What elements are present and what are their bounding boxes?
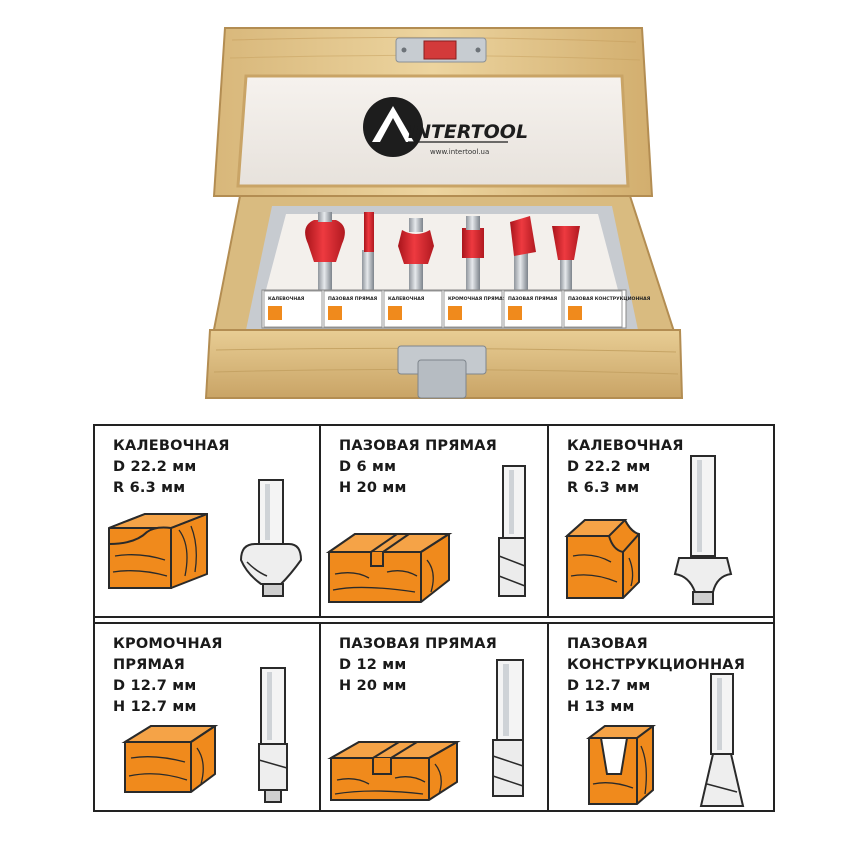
spec-line: КРОМОЧНАЯ: [113, 636, 223, 652]
spec-line: ПАЗОВАЯ ПРЯМАЯ: [339, 636, 498, 652]
spec-line: КАЛЕВОЧНАЯ: [113, 438, 230, 454]
cove-profile-icon: [108, 513, 208, 589]
spec-line: D 22.2 мм: [567, 459, 651, 475]
spec-line: КАЛЕВОЧНАЯ: [567, 438, 684, 454]
spec-cell: ПАЗОВАЯ ПРЯМАЯ D 12 мм H 20 мм: [321, 624, 547, 810]
router-bit: [552, 226, 580, 296]
spec-text: КАЛЕВОЧНАЯ D 22.2 мм R 6.3 мм: [567, 436, 684, 499]
rebate-profile-icon: [121, 725, 219, 793]
spec-line: D 12.7 мм: [567, 678, 651, 694]
spec-line: ПРЯМАЯ: [113, 657, 185, 673]
box-label: [383, 290, 443, 328]
brand-url: www.intertool.ua: [430, 148, 489, 156]
box-label-icon: [448, 306, 462, 320]
straight-bit-icon: [492, 659, 524, 797]
dovetail-profile-icon: [586, 725, 656, 805]
router-bit: [305, 212, 345, 296]
box-lid: [212, 27, 654, 197]
grid-divider: [95, 622, 773, 624]
box-label-text: КРОМОЧНАЯ ПРЯМАЯ: [448, 296, 507, 302]
groove-profile-icon: [327, 741, 461, 801]
spec-line: D 22.2 мм: [113, 459, 197, 475]
spec-line: H 20 мм: [339, 678, 407, 694]
box-label-icon: [328, 306, 342, 320]
box-label-text: КАЛЕВОЧНАЯ: [388, 296, 425, 302]
flush-trim-bit-icon: [258, 667, 288, 803]
router-bit: [510, 216, 536, 296]
router-bit: [398, 218, 434, 296]
grid-divider: [547, 426, 549, 618]
spec-line: H 13 мм: [567, 699, 635, 715]
spec-cell: КРОМОЧНАЯ ПРЯМАЯ D 12.7 мм H 12.7 мм: [95, 624, 319, 810]
spec-cell: КАЛЕВОЧНАЯ D 22.2 мм R 6.3 мм: [95, 426, 319, 616]
spec-cell: ПАЗОВАЯ КОНСТРУКЦИОННАЯ D 12.7 мм H 13 мм: [549, 624, 773, 810]
box-label-text: КАЛЕВОЧНАЯ: [268, 296, 305, 302]
spec-line: D 6 мм: [339, 459, 397, 475]
spec-line: ПАЗОВАЯ ПРЯМАЯ: [339, 438, 498, 454]
spec-line: КОНСТРУКЦИОННАЯ: [567, 657, 746, 673]
brand-name: INTERTOOL: [408, 121, 528, 143]
spec-line: D 12.7 мм: [113, 678, 197, 694]
box-label-icon: [388, 306, 402, 320]
spec-cell: КАЛЕВОЧНАЯ D 22.2 мм R 6.3 мм: [549, 426, 773, 616]
roundover-bit-icon: [239, 479, 303, 597]
grid-divider: [547, 622, 549, 810]
box-label-text: ПАЗОВАЯ ПРЯМАЯ: [328, 296, 378, 302]
box-label-icon: [508, 306, 522, 320]
dovetail-bit-icon: [699, 673, 745, 807]
specs-grid: КАЛЕВОЧНАЯ D 22.2 мм R 6.3 мм ПАЗОВАЯ ПРЯМ…: [93, 424, 775, 812]
intertool-logo: INTERTOOL www.intertool.ua: [363, 97, 528, 157]
spec-line: H 12.7 мм: [113, 699, 197, 715]
cove-bit-icon: [673, 455, 733, 605]
straight-bit-icon: [498, 465, 526, 597]
spec-text: ПАЗОВАЯ ПРЯМАЯ D 12 мм H 20 мм: [339, 634, 497, 697]
spec-line: H 20 мм: [339, 480, 407, 496]
router-bit: [462, 216, 484, 296]
spec-text: КРОМОЧНАЯ ПРЯМАЯ D 12.7 мм H 12.7 мм: [113, 634, 223, 718]
router-bits: [305, 212, 580, 296]
box-label-text: ПАЗОВАЯ КОНСТРУКЦИОННАЯ: [568, 296, 651, 302]
spec-text: ПАЗОВАЯ ПРЯМАЯ D 6 мм H 20 мм: [339, 436, 497, 499]
groove-profile-icon: [325, 533, 453, 603]
box-label: [563, 290, 623, 328]
box-label-icon: [568, 306, 582, 320]
grid-divider: [319, 426, 321, 618]
spec-cell: ПАЗОВАЯ ПРЯМАЯ D 6 мм H 20 мм: [321, 426, 547, 616]
spec-text: ПАЗОВАЯ КОНСТРУКЦИОННАЯ D 12.7 мм H 13 мм: [567, 634, 745, 718]
box-label-icon: [268, 306, 282, 320]
spec-line: D 12 мм: [339, 657, 407, 673]
spec-line: ПАЗОВАЯ: [567, 636, 648, 652]
product-photo: INTERTOOL www.intertool.ua: [204, 27, 684, 399]
spec-text: КАЛЕВОЧНАЯ D 22.2 мм R 6.3 мм: [113, 436, 230, 499]
spec-line: R 6.3 мм: [113, 480, 186, 496]
grid-divider: [319, 622, 321, 810]
router-bit: [362, 212, 374, 296]
box-label-text: ПАЗОВАЯ ПРЯМАЯ: [508, 296, 558, 302]
grid-divider: [95, 616, 773, 618]
roundover-profile-icon: [564, 519, 640, 599]
spec-line: R 6.3 мм: [567, 480, 640, 496]
